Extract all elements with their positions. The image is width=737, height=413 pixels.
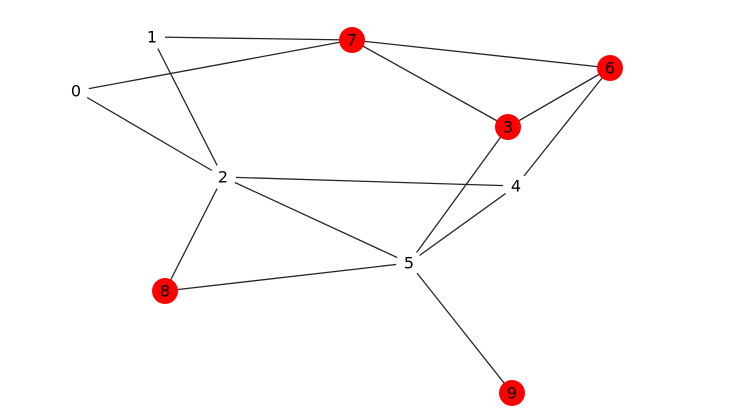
edge-2-8 (164, 176, 224, 292)
node-9-circle (499, 380, 525, 406)
edge-3-5 (408, 126, 509, 264)
node-7: 7 (339, 27, 365, 53)
edge-0-2 (75, 90, 224, 178)
edge-1-7 (151, 36, 353, 41)
node-5: 5 (396, 250, 422, 276)
edge-0-7 (75, 39, 353, 92)
node-2-label: 2 (218, 168, 228, 187)
edge-8-5 (164, 262, 410, 292)
node-1-label: 1 (147, 28, 157, 47)
node-4: 4 (503, 173, 529, 199)
node-1: 1 (139, 24, 165, 50)
edge-7-6 (351, 39, 611, 69)
edge-4-5 (408, 185, 517, 264)
edge-6-4 (515, 67, 611, 187)
edge-2-4 (222, 176, 517, 187)
node-7-circle (339, 27, 365, 53)
edges-layer (75, 36, 611, 394)
node-0-circle (63, 78, 89, 104)
edge-2-5 (222, 176, 410, 264)
edge-5-9 (408, 262, 513, 394)
node-4-label: 4 (511, 177, 521, 196)
edge-1-2 (151, 36, 224, 178)
nodes-layer: 0 1 2 3 4 5 6 7 8 9 (63, 24, 623, 406)
node-2: 2 (210, 164, 236, 190)
node-5-circle (396, 250, 422, 276)
edge-7-3 (351, 39, 509, 128)
node-3: 3 (495, 114, 521, 140)
node-0-label: 0 (71, 82, 81, 101)
node-6: 6 (597, 55, 623, 81)
node-0: 0 (63, 78, 89, 104)
node-2-circle (210, 164, 236, 190)
node-6-circle (597, 55, 623, 81)
node-4-circle (503, 173, 529, 199)
node-8-label: 8 (160, 282, 170, 301)
node-9-label: 9 (507, 384, 517, 403)
node-8: 8 (152, 278, 178, 304)
edge-3-6 (507, 67, 611, 128)
node-3-circle (495, 114, 521, 140)
node-3-label: 3 (503, 118, 513, 137)
node-5-label: 5 (404, 254, 414, 273)
node-7-label: 7 (347, 31, 357, 50)
node-6-label: 6 (605, 59, 615, 78)
node-1-circle (139, 24, 165, 50)
node-9: 9 (499, 380, 525, 406)
node-8-circle (152, 278, 178, 304)
